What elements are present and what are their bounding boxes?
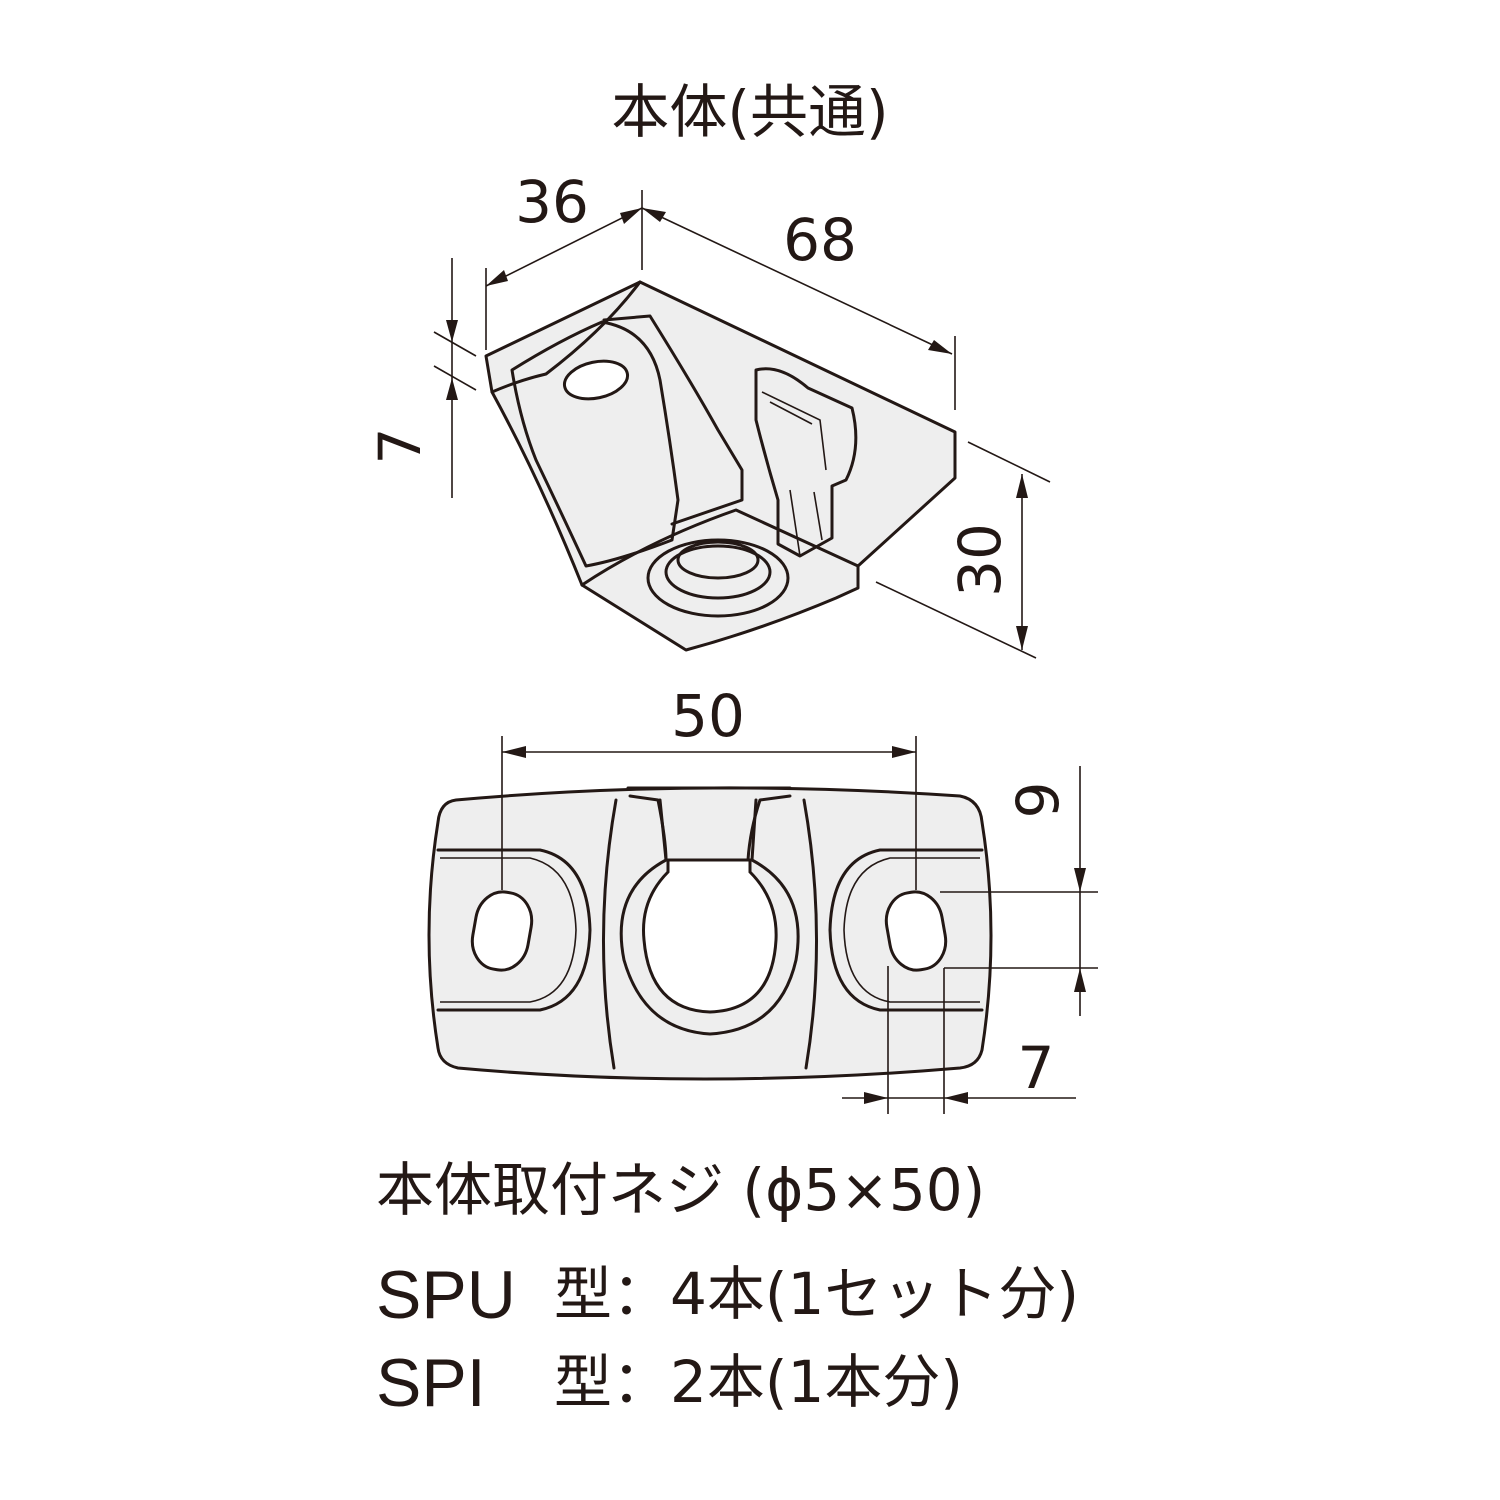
plan-lobe-left-inner — [440, 857, 577, 1003]
dimension-68: 68 — [641, 206, 956, 410]
spi-detail: 型：2本(1本分) — [554, 1348, 963, 1416]
dim-7-hole-label: 7 — [1018, 1034, 1055, 1102]
screw-slot-left — [562, 359, 630, 401]
dim-50-label: 50 — [671, 682, 745, 750]
dim-9-label: 9 — [1004, 782, 1072, 819]
spi-model: SPI — [376, 1345, 486, 1421]
plan-screw-hole-right — [884, 890, 948, 972]
dim-68-label: 68 — [783, 206, 857, 274]
plan-center-column — [601, 798, 819, 1070]
spu-model: SPU — [376, 1257, 516, 1333]
dim-7-flange-label: 7 — [366, 428, 434, 465]
plan-lobe-right-inner — [843, 857, 980, 1003]
center-channel — [602, 314, 744, 526]
dimension-7-hole: 7 — [842, 966, 1076, 1114]
plan-lobe-right — [828, 848, 984, 1012]
dimension-30: 30 — [875, 441, 1051, 659]
right-clip-detail — [761, 391, 827, 557]
spu-detail: 型：4本(1セット分) — [554, 1260, 1079, 1328]
dim-30-label: 30 — [946, 523, 1014, 597]
center-boss-inner — [676, 540, 760, 580]
plan-keyhole-outer — [619, 798, 800, 1036]
right-clip — [754, 367, 858, 558]
center-boss-outer — [646, 538, 790, 618]
plan-screw-hole-left — [470, 890, 534, 972]
left-face — [490, 280, 642, 394]
dimension-7-flange: 7 — [366, 258, 477, 498]
dimension-36: 36 — [485, 168, 643, 350]
screw-heading: 本体取付ネジ (ϕ5×50) — [376, 1156, 985, 1224]
perspective-view: 36 68 7 30 — [366, 168, 1051, 659]
drawing-title: 本体(共通) — [611, 78, 888, 146]
dimension-9: 9 — [940, 766, 1098, 1016]
bottom-view: 50 9 7 — [427, 682, 1098, 1114]
body-bottom-edge — [580, 508, 860, 587]
plan-keyhole-inner — [642, 858, 778, 1014]
dimension-50: 50 — [501, 682, 917, 890]
screw-recess-left — [510, 320, 680, 568]
body-outline — [484, 280, 957, 652]
notes: 本体取付ネジ (ϕ5×50) SPU 型：4本(1セット分) SPI 型：2本(… — [376, 1156, 1079, 1421]
center-boss-mid — [664, 544, 772, 600]
plan-lobe-left — [436, 848, 592, 1012]
dim-36-label: 36 — [515, 168, 589, 236]
